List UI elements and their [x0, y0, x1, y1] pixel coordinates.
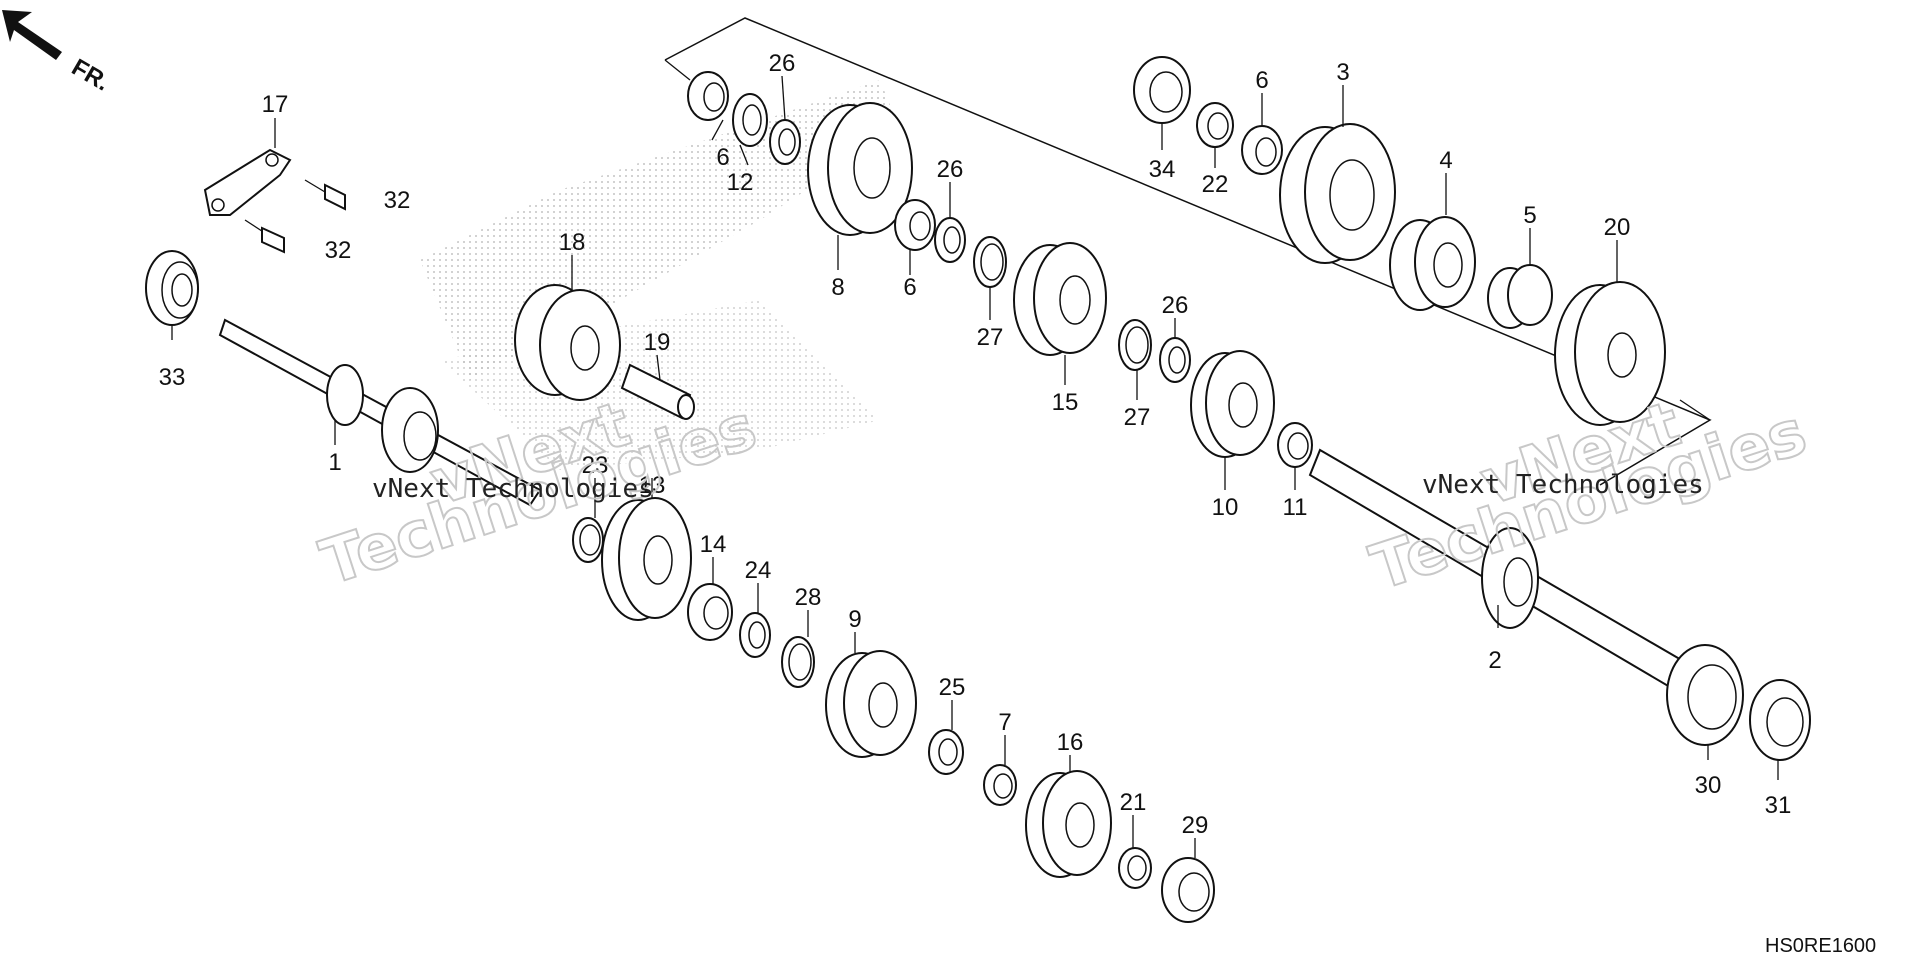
part-18-gear: [514, 284, 621, 401]
callout-19: 19: [644, 329, 671, 356]
watermark: Technologies vNext vNext Technologies Te…: [311, 386, 1816, 605]
assembly-outline: [664, 17, 1712, 486]
callout-22: 22: [1202, 171, 1229, 198]
callout-21: 21: [1120, 789, 1147, 816]
callout-1: 1: [328, 449, 341, 476]
callout-6-upper: 6: [716, 144, 729, 171]
callout-23: 23: [582, 452, 609, 479]
callout-12: 12: [727, 169, 754, 196]
callout-10: 10: [1212, 494, 1239, 521]
callout-13: 13: [639, 472, 666, 499]
callout-14: 14: [700, 531, 727, 558]
leader-lines: [171, 75, 1779, 858]
callout-32-upper: 32: [384, 187, 411, 214]
callout-6-right: 6: [1255, 67, 1268, 94]
watermark-small-right: vNext Technologies: [1422, 470, 1704, 500]
part-26-washer-upper: [769, 119, 801, 165]
part-26-washer-lower: [1159, 337, 1191, 383]
part-22-washer: [1196, 102, 1234, 148]
part-27-circlip-lower: [1118, 319, 1152, 371]
part-6-bushing-right: [1241, 125, 1283, 175]
callout-32-lower: 32: [325, 237, 352, 264]
callout-26-lower: 26: [1162, 292, 1189, 319]
part-5-needle-bearing: [1487, 264, 1553, 329]
part-1-mainshaft: [218, 318, 542, 507]
part-26-washer-middle: [934, 217, 966, 263]
callout-8: 8: [831, 274, 844, 301]
part-14-bushing: [687, 583, 733, 641]
part-20-gear: [1554, 281, 1666, 426]
part-25-washer: [928, 729, 964, 775]
part-6-bushing-upper: [687, 71, 729, 121]
callout-7: 7: [998, 709, 1011, 736]
part-33-bearing: [145, 250, 199, 326]
part-23-circlip: [572, 517, 604, 563]
part-27-circlip-upper: [973, 236, 1007, 288]
callout-6-middle: 6: [903, 274, 916, 301]
part-10-gear: [1190, 350, 1275, 458]
callout-18: 18: [559, 229, 586, 256]
part-3-gear: [1279, 123, 1396, 264]
callout-5: 5: [1523, 202, 1536, 229]
part-31-oil-seal: [1749, 679, 1811, 761]
callout-31: 31: [1765, 792, 1792, 819]
part-8-gear: [807, 102, 913, 236]
callout-27-upper: 27: [977, 324, 1004, 351]
part-34-bearing: [1133, 56, 1191, 124]
callout-16: 16: [1057, 729, 1084, 756]
callout-17: 17: [262, 91, 289, 118]
part-19-pin: [620, 363, 695, 420]
part-9-gear: [825, 650, 917, 758]
callout-27-lower: 27: [1124, 404, 1151, 431]
part-21-washer: [1118, 847, 1152, 889]
callout-30: 30: [1695, 772, 1722, 799]
callout-26-middle: 26: [937, 156, 964, 183]
front-direction-arrow: FR.: [2, 10, 114, 97]
part-13-gear: [601, 497, 692, 621]
callout-4: 4: [1439, 147, 1452, 174]
part-11-bushing: [1277, 422, 1313, 468]
callout-34: 34: [1149, 156, 1176, 183]
part-6-bushing-middle: [894, 199, 936, 251]
part-29-bearing: [1161, 857, 1215, 923]
callout-labels: 1 2 3 4 5 6 6 6 7 8 9 10 11 12 13 14 15 …: [159, 50, 1792, 839]
part-12-washer: [732, 93, 768, 147]
callout-26-upper: 26: [769, 50, 796, 77]
part-24-washer: [739, 612, 771, 658]
callout-29: 29: [1182, 812, 1209, 839]
part-32-bolt-lower: [244, 219, 285, 254]
part-4-hub: [1389, 216, 1476, 311]
callout-28: 28: [795, 584, 822, 611]
part-30-bearing: [1666, 644, 1744, 746]
part-2-countershaft: [1308, 448, 1692, 692]
part-16-gear: [1025, 770, 1112, 878]
callout-20: 20: [1604, 214, 1631, 241]
part-32-bolt-upper: [304, 179, 346, 211]
callout-2: 2: [1488, 647, 1501, 674]
watermark-small-left: vNext Technologies: [372, 474, 654, 504]
callout-33: 33: [159, 364, 186, 391]
callout-3: 3: [1336, 59, 1349, 86]
part-15-gear: [1013, 242, 1107, 356]
callout-15: 15: [1052, 389, 1079, 416]
callout-11: 11: [1283, 494, 1308, 521]
callout-9: 9: [848, 606, 861, 633]
diagram-code: HS0RE1600: [1765, 935, 1876, 957]
part-28-circlip: [781, 636, 815, 688]
part-7-bushing: [983, 764, 1017, 806]
part-17-bracket: [203, 148, 292, 216]
callout-25: 25: [939, 674, 966, 701]
callout-24: 24: [745, 557, 772, 584]
front-label: FR.: [67, 54, 114, 97]
